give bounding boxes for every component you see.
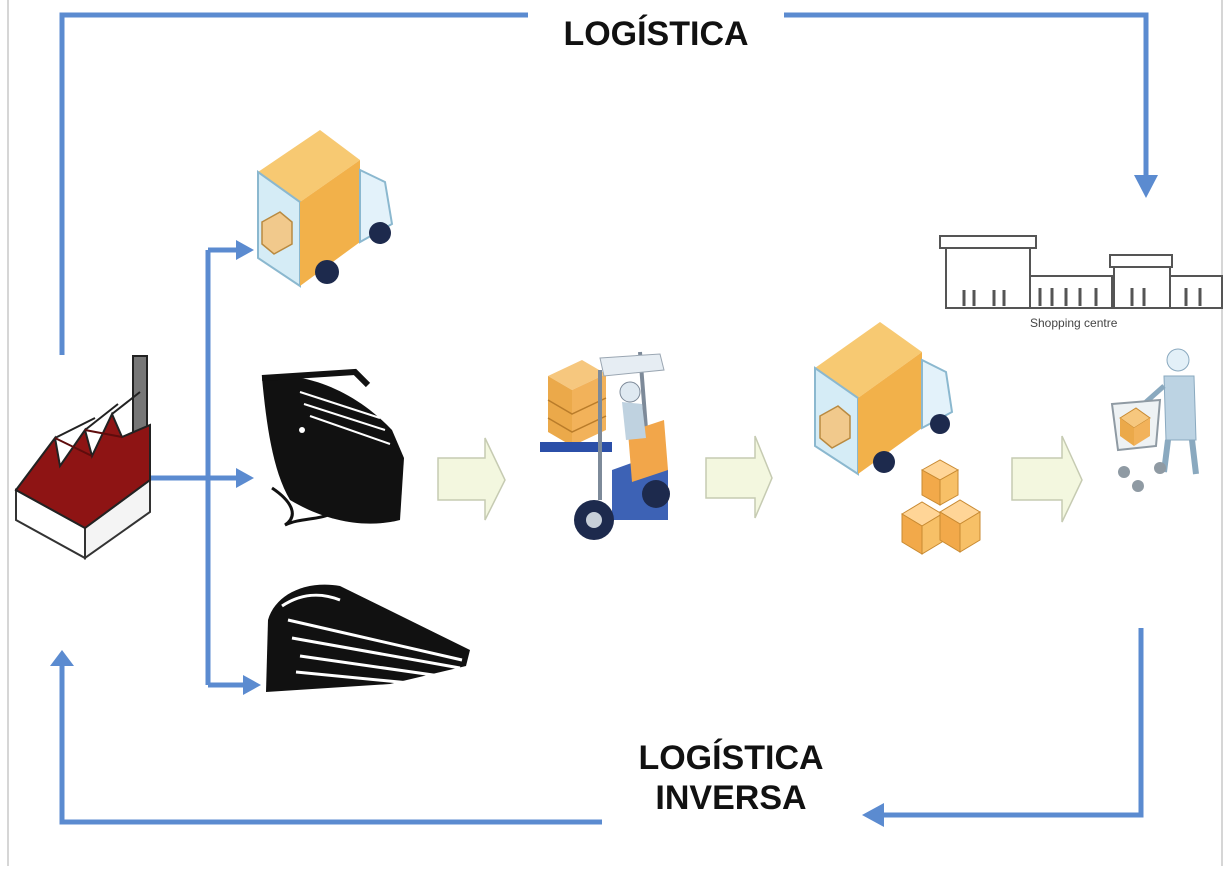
branch-arrowheads (236, 240, 261, 695)
reverse-logistics-arrowhead-left (862, 803, 884, 827)
shopper-cart-icon (1110, 348, 1199, 492)
shopping-centre-caption: Shopping centre (1030, 316, 1118, 330)
boxes-icon (901, 459, 981, 555)
shopping-centre-icon (939, 235, 1223, 309)
reverse-logistics-arrowhead-up (50, 650, 74, 666)
frame-lines (7, 0, 1223, 866)
reverse-logistics-label: LOGÍSTICA INVERSA (602, 738, 860, 819)
logistics-forward-arrowhead (1134, 175, 1158, 198)
logistics-label: LOGÍSTICA (528, 12, 784, 57)
logistics-forward-arrow (59, 12, 1149, 355)
truck-icon (257, 130, 394, 288)
forklift-icon (540, 351, 670, 540)
reverse-logistics-arrow (59, 628, 1144, 825)
reverse-logistics-label-line1: LOGÍSTICA (638, 739, 824, 777)
train-icon (266, 584, 470, 692)
ship-icon (261, 368, 404, 527)
reverse-logistics-label-line2: INVERSA (655, 779, 807, 818)
delivery-truck-icon (814, 322, 954, 476)
factory-icon (14, 355, 151, 560)
flow-arrows (437, 435, 1083, 523)
transport-branch-arrows (150, 247, 245, 688)
